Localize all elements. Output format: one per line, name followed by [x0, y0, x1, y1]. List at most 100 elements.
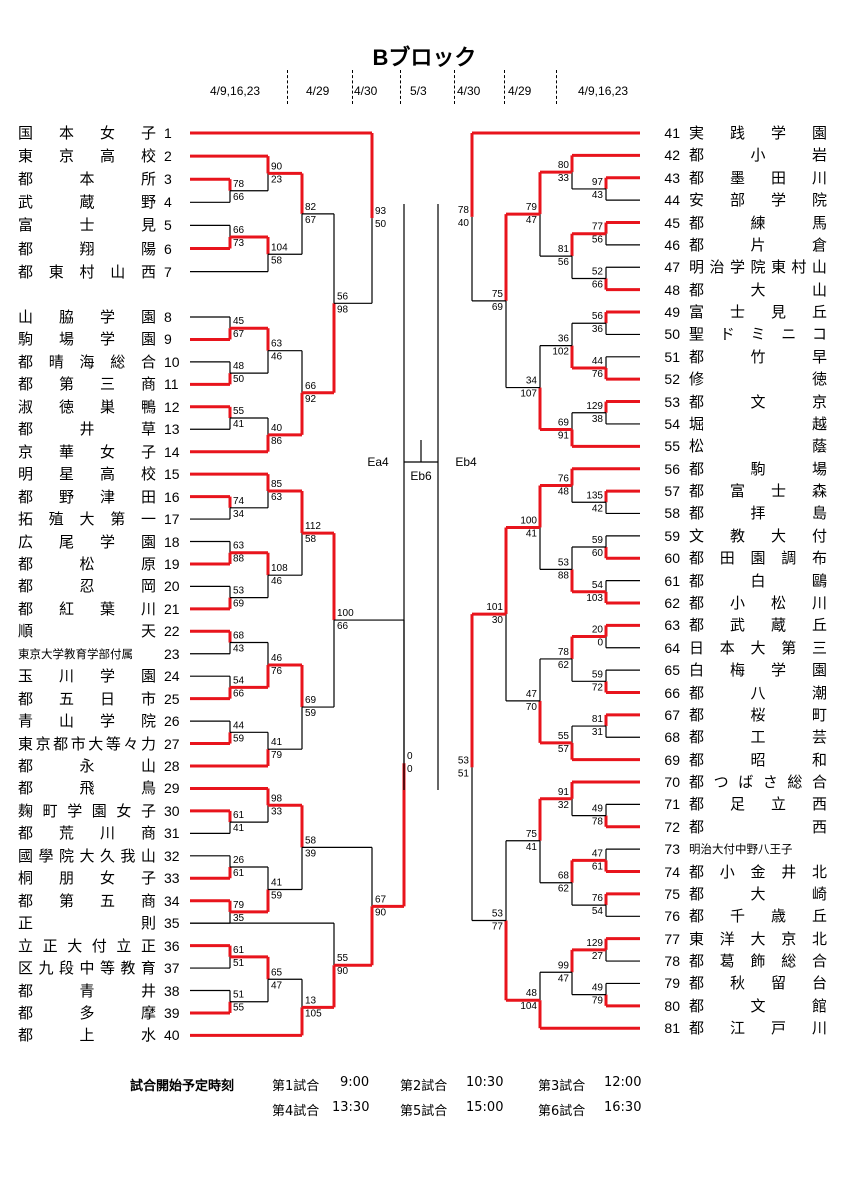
date-separator	[400, 70, 401, 104]
team-number: 81	[664, 1020, 680, 1037]
score-label: 52	[592, 266, 604, 277]
team-number: 73	[664, 841, 680, 858]
score-label: 20	[592, 625, 604, 636]
page-title: Bブロック	[372, 45, 477, 70]
team-number: 33	[164, 870, 180, 887]
team-number: 27	[164, 735, 180, 752]
score-label: 88	[558, 570, 570, 581]
team-number: 18	[164, 533, 180, 550]
team-name: 東京大学教育学部付属	[18, 646, 133, 661]
score-label: 50	[375, 219, 387, 230]
team-name: 國學院大久我山	[18, 846, 156, 865]
date-label-7: 4/9,16,23	[578, 84, 629, 98]
score-label: 56	[592, 235, 604, 246]
score-label: 100	[520, 515, 537, 526]
game-5-time: 15:00	[466, 1100, 504, 1115]
team-number: 64	[664, 639, 680, 656]
team-name: 拓殖大第一	[18, 510, 156, 529]
score-label: 56	[558, 257, 570, 268]
team-name: 都駒場	[689, 459, 827, 478]
score-label: 50	[233, 374, 245, 385]
team-number: 9	[164, 331, 172, 348]
score-label: 40	[271, 423, 283, 434]
score-label: 72	[592, 682, 604, 693]
team-number: 35	[164, 915, 180, 932]
team-number: 25	[164, 690, 180, 707]
team-name: 順天	[18, 622, 156, 641]
game-2-name: 第2試合	[400, 1079, 448, 1094]
score-label: 69	[305, 695, 317, 706]
score-label: 63	[271, 339, 283, 350]
date-separator	[287, 70, 288, 104]
date-label-6: 4/29	[508, 84, 532, 98]
team-name: 青山学院	[18, 712, 156, 731]
team-number: 32	[164, 847, 180, 864]
score-label: 98	[337, 304, 349, 315]
team-number: 5	[164, 217, 172, 234]
team-number: 72	[664, 818, 680, 835]
team-number: 10	[164, 353, 180, 370]
score-label: Eb4	[455, 455, 477, 469]
team-name: 都練馬	[689, 213, 827, 232]
game-4-name: 第4試合	[272, 1104, 320, 1119]
score-label: 59	[271, 890, 283, 901]
team-name: 都文京	[689, 392, 827, 411]
team-number: 66	[664, 684, 680, 701]
score-label: 44	[592, 356, 604, 367]
score-label: 74	[233, 496, 245, 507]
team-name: 都小岩	[689, 146, 827, 165]
team-number: 41	[664, 125, 680, 141]
team-name: 都昭和	[689, 750, 827, 769]
score-label: 55	[233, 1003, 245, 1014]
team-number: 8	[164, 309, 172, 325]
date-label-1: 4/9,16,23	[210, 84, 261, 98]
team-name: 松蔭	[689, 437, 827, 456]
score-label: 60	[592, 548, 604, 559]
score-label: 77	[592, 222, 604, 233]
score-label: 45	[233, 316, 245, 327]
team-number: 51	[664, 348, 680, 365]
team-number: 57	[664, 483, 680, 500]
score-label: 0	[597, 638, 603, 649]
game-1-time: 9:00	[340, 1075, 370, 1090]
team-number: 17	[164, 511, 180, 528]
score-label: 101	[486, 602, 503, 613]
team-number: 29	[164, 780, 180, 797]
team-number: 21	[164, 600, 180, 617]
team-name: 桐朋女子	[18, 869, 156, 888]
score-label: 97	[592, 177, 604, 188]
score-label: 31	[592, 727, 604, 738]
date-separator	[352, 70, 353, 104]
score-label: 78	[233, 179, 245, 190]
score-label: 47	[526, 215, 538, 226]
score-label: 27	[592, 951, 604, 962]
score-label: 47	[592, 848, 604, 859]
score-label: 41	[526, 528, 538, 539]
score-label: 76	[592, 369, 604, 380]
team-name: 明治学院東村山	[689, 258, 827, 277]
score-label: 79	[233, 900, 245, 911]
team-number: 60	[664, 550, 680, 567]
team-name: 都東村山西	[18, 262, 156, 281]
team-number: 80	[664, 997, 680, 1014]
team-name: 都拝島	[689, 504, 827, 523]
score-label: 26	[233, 855, 245, 866]
team-name: 聖ドミニコ	[689, 325, 827, 344]
score-label: 66	[305, 381, 317, 392]
score-label: 62	[558, 660, 570, 671]
team-number: 37	[164, 960, 180, 977]
score-label: 54	[233, 675, 245, 686]
team-number: 63	[664, 617, 680, 634]
score-label: 46	[271, 653, 283, 664]
score-label: 43	[233, 644, 245, 655]
score-label: 63	[233, 541, 245, 552]
team-number: 14	[164, 443, 180, 460]
score-label: 53	[458, 755, 470, 766]
score-label: 55	[558, 731, 570, 742]
team-number: 7	[164, 263, 172, 280]
score-label: 68	[558, 871, 570, 882]
team-name: 都桜町	[689, 705, 827, 724]
team-name: 都葛飾総合	[689, 952, 827, 971]
team-number: 68	[664, 729, 680, 746]
